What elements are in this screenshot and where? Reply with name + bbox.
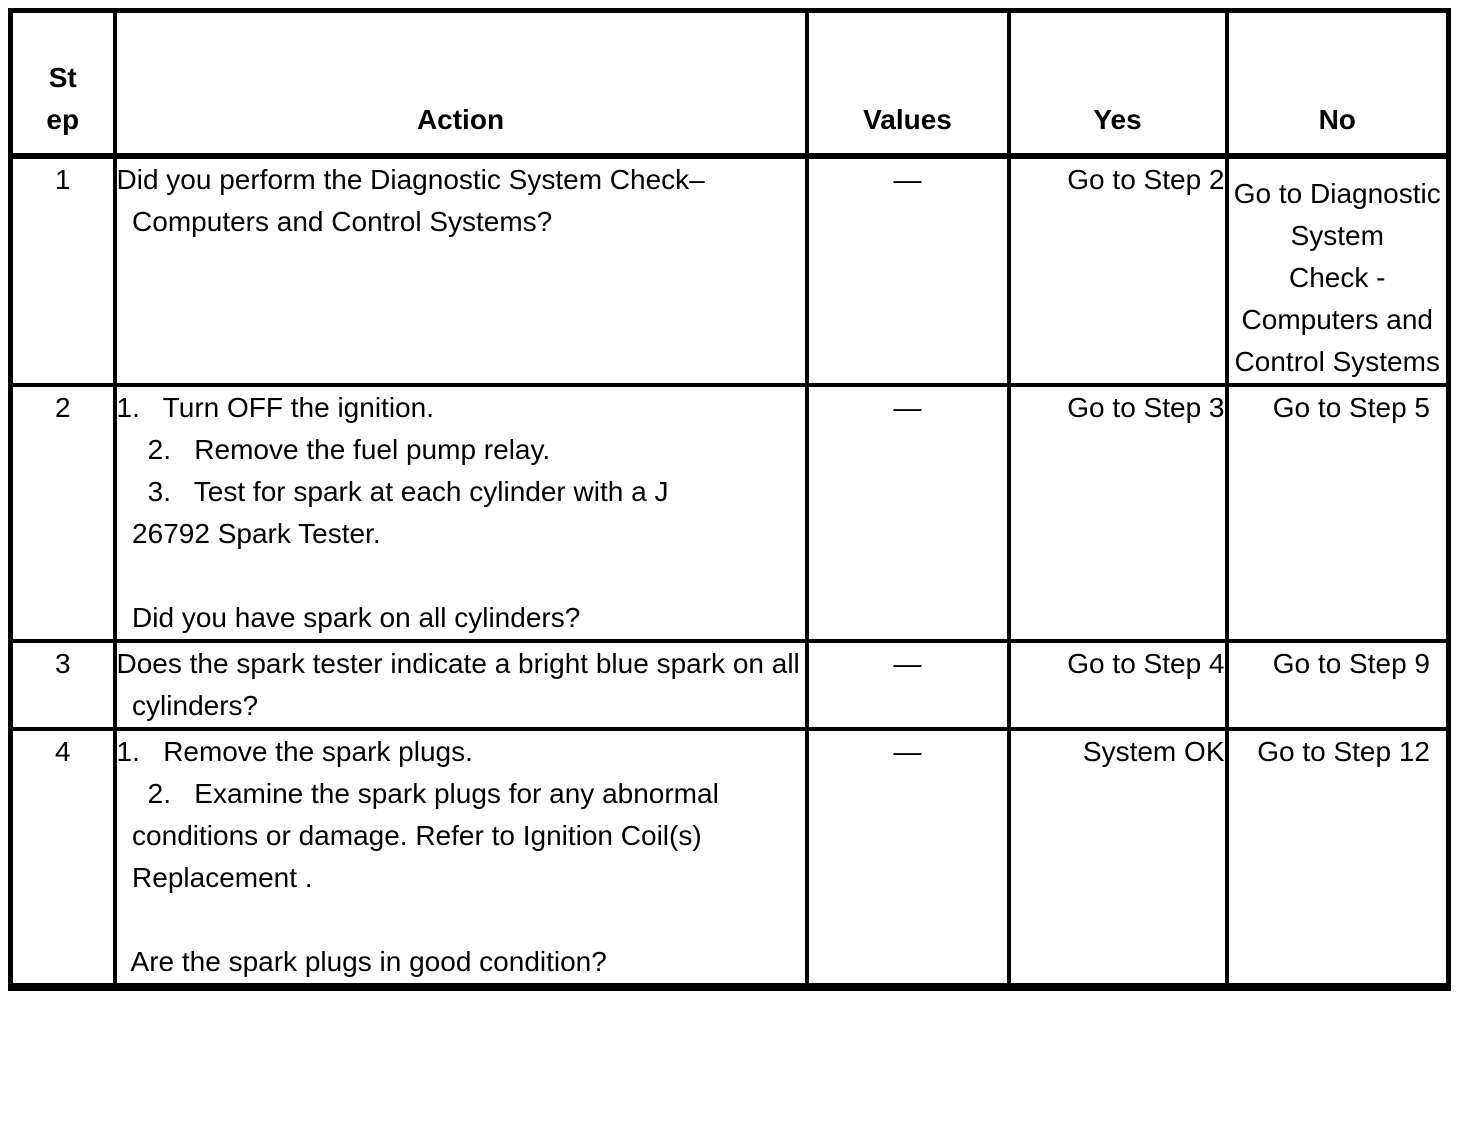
no-cell: Go to Step 9 xyxy=(1224,639,1451,731)
step-cell: 1 xyxy=(8,154,117,387)
action-line: Are the spark plugs in good condition? xyxy=(116,946,607,977)
header-yes: Yes xyxy=(1006,8,1229,159)
values-dash: — xyxy=(893,164,922,195)
table-row: 4 1. Remove the spark plugs. 2. Examine t… xyxy=(8,727,1451,989)
values-cell: — xyxy=(804,154,1011,387)
header-step-line2: ep xyxy=(46,104,80,135)
values-dash: — xyxy=(893,648,922,679)
step-cell: 4 xyxy=(8,727,117,989)
yes-goto: System OK xyxy=(1082,736,1225,767)
values-dash: — xyxy=(893,392,922,423)
header-row: St ep Action Values Yes No xyxy=(8,8,1451,159)
action-line: conditions or damage. Refer to Ignition … xyxy=(116,820,702,851)
action-line xyxy=(117,899,805,941)
action-cell: Does the spark tester indicate a bright … xyxy=(112,639,809,731)
step-number: 3 xyxy=(54,648,71,679)
values-dash: — xyxy=(893,736,922,767)
table-row: 3 Does the spark tester indicate a bright… xyxy=(8,639,1451,731)
action-line: 26792 Spark Tester. xyxy=(116,518,381,549)
step-number: 4 xyxy=(54,736,71,767)
action-line: 1. Remove the spark plugs. xyxy=(116,736,473,767)
yes-cell: Go to Step 4 xyxy=(1006,639,1229,731)
yes-goto: Go to Step 3 xyxy=(1067,392,1225,423)
action-line: Did you have spark on all cylinders? xyxy=(116,602,581,633)
yes-goto: Go to Step 4 xyxy=(1067,648,1225,679)
action-line: cylinders? xyxy=(116,690,259,721)
step-cell: 2 xyxy=(8,383,117,643)
no-goto-line: Go to Diagnostic xyxy=(1233,178,1441,209)
step-number: 2 xyxy=(54,392,71,423)
action-line xyxy=(117,555,805,597)
header-step: St ep xyxy=(8,8,117,159)
action-cell: 1. Turn OFF the ignition. 2. Remove the … xyxy=(112,383,809,643)
no-goto-line: System xyxy=(1290,220,1384,251)
action-line: Computers and Control Systems? xyxy=(116,206,553,237)
no-goto-line: Computers and xyxy=(1241,304,1433,335)
action-line: Replacement . xyxy=(116,862,313,893)
action-line: Did you perform the Diagnostic System Ch… xyxy=(116,164,705,195)
no-goto-line: Control Systems xyxy=(1234,346,1440,377)
yes-cell: System OK xyxy=(1006,727,1229,989)
values-cell: — xyxy=(804,383,1011,643)
header-no: No xyxy=(1224,8,1451,159)
action-cell: 1. Remove the spark plugs. 2. Examine th… xyxy=(112,727,809,989)
values-cell: — xyxy=(804,727,1011,989)
step-number: 1 xyxy=(54,164,71,195)
action-line: 2. Remove the fuel pump relay. xyxy=(116,434,551,465)
yes-goto: Go to Step 2 xyxy=(1067,164,1225,195)
yes-cell: Go to Step 2 xyxy=(1006,154,1229,387)
yes-cell: Go to Step 3 xyxy=(1006,383,1229,643)
action-line: 1. Turn OFF the ignition. xyxy=(116,392,434,423)
no-goto-line: Go to Step 5 xyxy=(1272,392,1430,423)
diagnostic-table: St ep Action Values Yes No 1 Did you perf… xyxy=(8,8,1451,991)
header-action: Action xyxy=(112,8,809,159)
header-step-line1: St xyxy=(48,62,77,93)
no-cell: Go to Step 5 xyxy=(1224,383,1451,643)
action-line: 3. Test for spark at each cylinder with … xyxy=(116,476,669,507)
no-goto-line: Go to Step 9 xyxy=(1272,648,1430,679)
table-row: 2 1. Turn OFF the ignition. 2. Remove the… xyxy=(8,383,1451,643)
no-goto-line: Check - xyxy=(1289,262,1386,293)
no-goto-line: Go to Step 12 xyxy=(1257,736,1430,767)
header-values: Values xyxy=(804,8,1011,159)
no-cell: Go to Step 12 xyxy=(1224,727,1451,989)
values-cell: — xyxy=(804,639,1011,731)
step-cell: 3 xyxy=(8,639,117,731)
action-line: Does the spark tester indicate a bright … xyxy=(116,648,800,679)
action-cell: Did you perform the Diagnostic System Ch… xyxy=(112,154,809,387)
action-line: 2. Examine the spark plugs for any abnor… xyxy=(116,778,719,809)
table-row: 1 Did you perform the Diagnostic System C… xyxy=(8,154,1451,387)
